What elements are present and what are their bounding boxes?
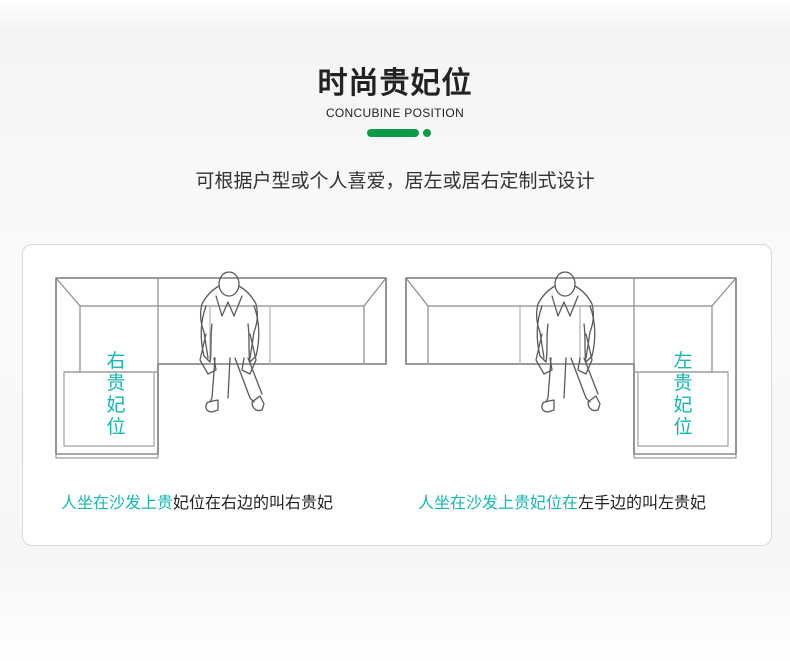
right-caption-rest: 左手边的叫左贵妃 (578, 493, 707, 512)
right-caption: 人坐在沙发上贵妃位在左手边的叫左贵妃 (418, 489, 706, 513)
right-chaise-label: 右贵妃位 (104, 350, 128, 438)
left-caption: 人坐在沙发上贵妃位在右边的叫右贵妃 (61, 489, 333, 513)
comparison-card (22, 244, 772, 546)
title-underline-decoration (367, 129, 437, 137)
right-caption-highlight: 人坐在沙发上贵妃位在 (418, 493, 579, 512)
sofa-illustration-left-chaise (405, 271, 737, 459)
right-sofa-diagram (400, 262, 740, 462)
left-chaise-label: 左贵妃位 (671, 350, 695, 438)
sofa-illustration-right-chaise (55, 271, 387, 459)
page-subtitle-english: CONCUBINE POSITION (325, 106, 465, 120)
page-title: 时尚贵妃位 (317, 66, 473, 101)
decoration-bar (367, 129, 419, 137)
decoration-dot (423, 129, 431, 137)
left-caption-rest: 妃位在右边的叫右贵妃 (173, 493, 334, 512)
description-text: 可根据户型或个人喜爱，居左或居右定制式设计 (195, 170, 595, 192)
left-caption-highlight: 人坐在沙发上贵 (61, 493, 174, 512)
left-chaise-label-text: 左贵妃位 (673, 350, 693, 438)
left-sofa-diagram (50, 262, 390, 462)
right-chaise-label-text: 右贵妃位 (106, 350, 126, 438)
